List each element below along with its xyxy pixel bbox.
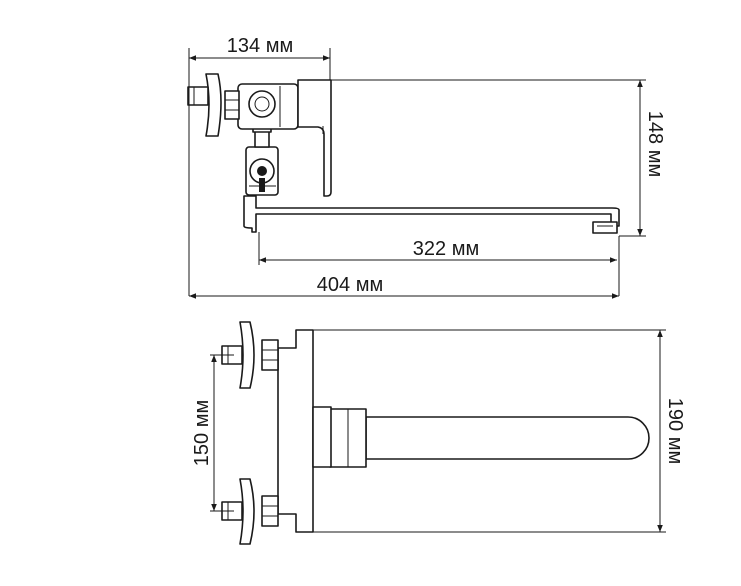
side-body-knob bbox=[248, 90, 276, 118]
dim-label-150: 150 мм bbox=[191, 400, 213, 466]
top-eccentric-lower bbox=[221, 478, 279, 545]
side-spout bbox=[243, 195, 620, 233]
top-dimensions: 150 мм 190 мм bbox=[191, 329, 686, 533]
dim-label-134: 134 мм bbox=[227, 35, 293, 57]
top-eccentric-upper bbox=[221, 321, 279, 389]
dim-label-148: 148 мм bbox=[644, 111, 666, 177]
top-main-body bbox=[277, 329, 314, 533]
side-aerator bbox=[592, 221, 618, 234]
side-pipe bbox=[187, 86, 209, 106]
dim-label-404: 404 мм bbox=[317, 274, 383, 296]
top-handle-block bbox=[312, 406, 332, 468]
side-view bbox=[187, 73, 620, 234]
dim-label-322: 322 мм bbox=[413, 238, 479, 260]
top-spout bbox=[365, 416, 650, 460]
side-diverter-core bbox=[257, 166, 267, 176]
side-lever-handle bbox=[297, 79, 332, 197]
side-dimensions: 134 мм 148 мм 322 мм 404 мм bbox=[188, 35, 666, 299]
side-nut bbox=[224, 90, 240, 120]
dim-label-190: 190 мм bbox=[664, 398, 686, 464]
top-view bbox=[221, 321, 650, 545]
